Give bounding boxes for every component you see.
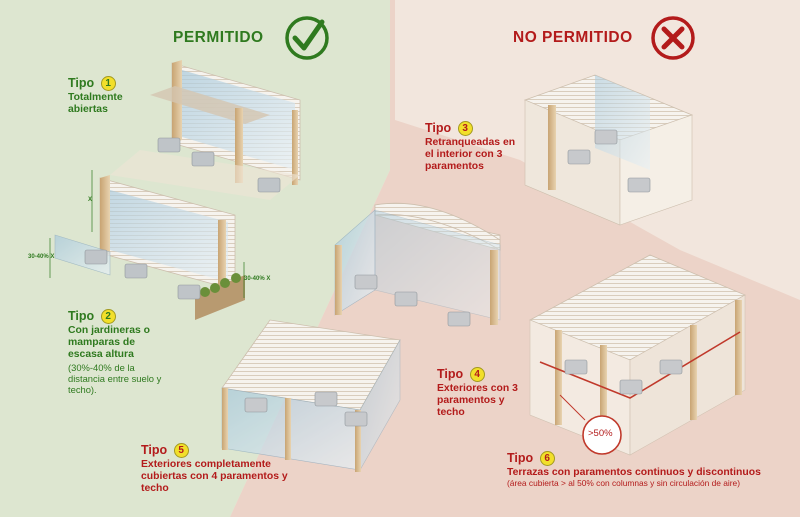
tipo6-note: (área cubierta > al 50% con columnas y s… xyxy=(507,478,740,489)
cross-circle-icon xyxy=(651,16,695,60)
tipo5-desc: Exteriores completamente cubiertas con 4… xyxy=(141,459,288,495)
tipo2-word: Tipo xyxy=(68,309,95,323)
ratio-left-label: 30-40% X xyxy=(28,254,55,260)
tipo2-illustration xyxy=(49,170,245,320)
tipo1-word: Tipo xyxy=(68,76,95,90)
tipo5-word: Tipo xyxy=(141,443,168,457)
tipo5-number-badge: 5 xyxy=(173,443,189,458)
tipo2-label: Tipo 2 Con jardineras o mamparas de esca… xyxy=(68,307,178,396)
tipo4-desc: Exteriores con 3 paramentos y techo xyxy=(437,383,518,419)
check-circle-icon xyxy=(285,16,329,60)
tipo2-note: (30%-40% de la distancia entre suelo y t… xyxy=(68,362,162,395)
tipo6-label: Tipo 6 Terrazas con paramentos continuos… xyxy=(507,449,792,489)
tipo3-label: Tipo 3 Retranqueadas en el interior con … xyxy=(425,119,525,173)
tipo4-illustration xyxy=(334,202,501,327)
coverage-badge xyxy=(582,415,622,455)
tipo1-desc: Totalmente abiertas xyxy=(68,92,123,116)
coverage-label: >50% xyxy=(588,428,613,439)
tipo3-word: Tipo xyxy=(425,121,452,135)
tipo6-illustration xyxy=(529,254,746,456)
not-allowed-header: NO PERMITIDO xyxy=(513,29,633,46)
tipo4-word: Tipo xyxy=(437,367,464,381)
tipo2-number-badge: 2 xyxy=(100,309,116,324)
height-x-label: X xyxy=(88,197,93,203)
tipo4-number-badge: 4 xyxy=(469,367,485,382)
tipo4-label: Tipo 4 Exteriores con 3 paramentos y tec… xyxy=(437,365,527,419)
tipo5-illustration xyxy=(221,319,401,472)
tipo2-desc: Con jardineras o mamparas de escasa altu… xyxy=(68,325,150,361)
tipo6-desc: Terrazas con paramentos continuos y disc… xyxy=(507,467,761,479)
allowed-header: PERMITIDO xyxy=(173,29,264,46)
tipo3-desc: Retranqueadas en el interior con 3 param… xyxy=(425,137,516,173)
tipo1-label: Tipo 1 Totalmente abiertas xyxy=(68,74,178,116)
tipo6-number-badge: 6 xyxy=(539,451,555,466)
ratio-right-label: 30-40% X xyxy=(244,276,271,282)
tipo3-number-badge: 3 xyxy=(457,121,473,136)
tipo1-number-badge: 1 xyxy=(100,76,116,91)
tipo3-illustration xyxy=(523,74,694,226)
tipo1-illustration xyxy=(110,60,301,200)
tipo6-word: Tipo xyxy=(507,451,534,465)
tipo5-label: Tipo 5 Exteriores completamente cubierta… xyxy=(141,441,301,495)
